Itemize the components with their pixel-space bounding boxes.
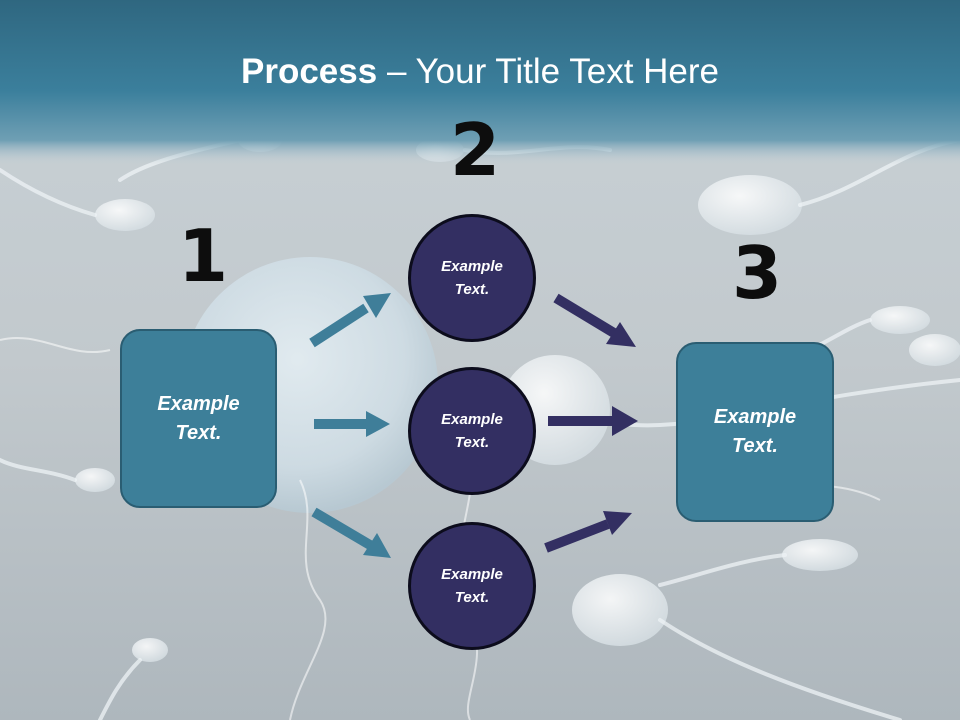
circle-node-top: Example Text. bbox=[408, 214, 536, 342]
arrow-middle-to-right bbox=[548, 406, 638, 436]
step-number-2: 2 bbox=[450, 108, 501, 192]
circle-bottom-label: Example Text. bbox=[441, 566, 503, 606]
step-number-1: 1 bbox=[178, 214, 229, 298]
arrow-left-to-middle bbox=[314, 411, 390, 437]
right-box-label: Example Text. bbox=[713, 406, 797, 457]
circle-node-middle: Example Text. bbox=[408, 367, 536, 495]
left-box-label: Example Text. bbox=[157, 392, 240, 444]
arrow-left-to-top bbox=[309, 293, 391, 348]
arrow-top-to-right bbox=[553, 293, 636, 347]
circle-node-bottom: Example Text. bbox=[408, 522, 536, 650]
arrow-bottom-to-right bbox=[544, 511, 632, 553]
step-number-3: 3 bbox=[732, 231, 783, 315]
circle-top-label: Example Text. bbox=[441, 258, 503, 298]
left-process-box: Example Text. bbox=[120, 329, 277, 508]
circle-middle-label: Example Text. bbox=[441, 411, 503, 451]
title-rest: – Your Title Text Here bbox=[377, 52, 719, 91]
right-process-box: Example Text. bbox=[676, 342, 834, 522]
slide-title: Process – Your Title Text Here bbox=[0, 52, 960, 92]
arrow-left-to-bottom bbox=[311, 507, 391, 558]
title-bold: Process bbox=[241, 52, 378, 91]
